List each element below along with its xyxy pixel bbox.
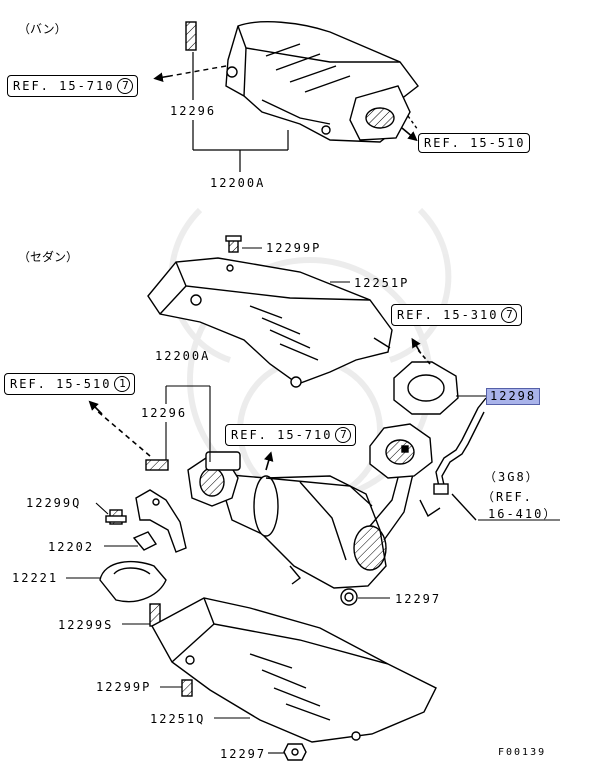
ref-box-van-front[interactable]: REF. 15-710 7	[7, 75, 139, 97]
variant-label-sedan: （セダン）	[18, 250, 79, 264]
ref-box-sedan-front[interactable]: REF. 15-510 1	[4, 373, 136, 395]
sensor-model-note: （3G8）	[484, 470, 540, 484]
part-label-12299s[interactable]: 12299S	[58, 618, 114, 632]
part-label-12297-b[interactable]: 12297	[220, 747, 267, 761]
sedan-lower-heat-shield	[151, 597, 437, 761]
ref-text: REF. 15-510	[424, 136, 526, 150]
variant-label-van: （バン）	[18, 22, 67, 36]
sensor-ref-line1[interactable]: （REF.	[482, 490, 533, 504]
ref-circle-number: 7	[335, 427, 352, 443]
ref-circle-number: 7	[501, 307, 518, 323]
part-label-12251p[interactable]: 12251P	[354, 276, 410, 290]
ref-box-sedan-heatshield[interactable]: REF. 15-310 7	[391, 304, 523, 326]
part-label-12299p-top[interactable]: 12299P	[266, 241, 322, 255]
ref-text: REF. 15-710	[13, 79, 115, 93]
part-label-12296-van[interactable]: 12296	[170, 104, 217, 118]
oxygen-sensor	[419, 397, 487, 521]
ref-circle-number: 1	[114, 376, 131, 392]
ref-text: REF. 15-310	[397, 308, 499, 322]
sedan-brackets	[99, 489, 358, 627]
sensor-ref-line2[interactable]: 16-410）	[488, 507, 558, 521]
part-label-12221[interactable]: 12221	[12, 571, 59, 585]
van-leaders	[192, 52, 289, 172]
sedan-leaders	[66, 247, 560, 754]
ref-box-sedan-mid[interactable]: REF. 15-710 7	[225, 424, 357, 446]
ref-box-van-rear[interactable]: REF. 15-510	[418, 133, 531, 153]
van-arrows	[153, 72, 418, 142]
figure-code: F00139	[498, 747, 547, 758]
part-label-12202[interactable]: 12202	[48, 540, 95, 554]
part-label-12200a-van[interactable]: 12200A	[210, 176, 266, 190]
part-label-12251q[interactable]: 12251Q	[150, 712, 206, 726]
ref-text: REF. 15-710	[231, 428, 333, 442]
sedan-upper-heat-shield	[147, 235, 393, 388]
part-label-12298-highlighted[interactable]: 12298	[486, 388, 541, 405]
sedan-arrows	[88, 337, 431, 471]
part-label-12297-a[interactable]: 12297	[395, 592, 442, 606]
part-label-12299q[interactable]: 12299Q	[26, 496, 82, 510]
van-converter	[169, 21, 419, 143]
part-label-12299p-bottom[interactable]: 12299P	[96, 680, 152, 694]
part-label-12296-sedan[interactable]: 12296	[141, 406, 188, 420]
ref-text: REF. 15-510	[10, 377, 112, 391]
ref-circle-number: 7	[117, 78, 134, 94]
sedan-converter	[145, 361, 459, 589]
part-label-12200a-sedan[interactable]: 12200A	[155, 349, 211, 363]
